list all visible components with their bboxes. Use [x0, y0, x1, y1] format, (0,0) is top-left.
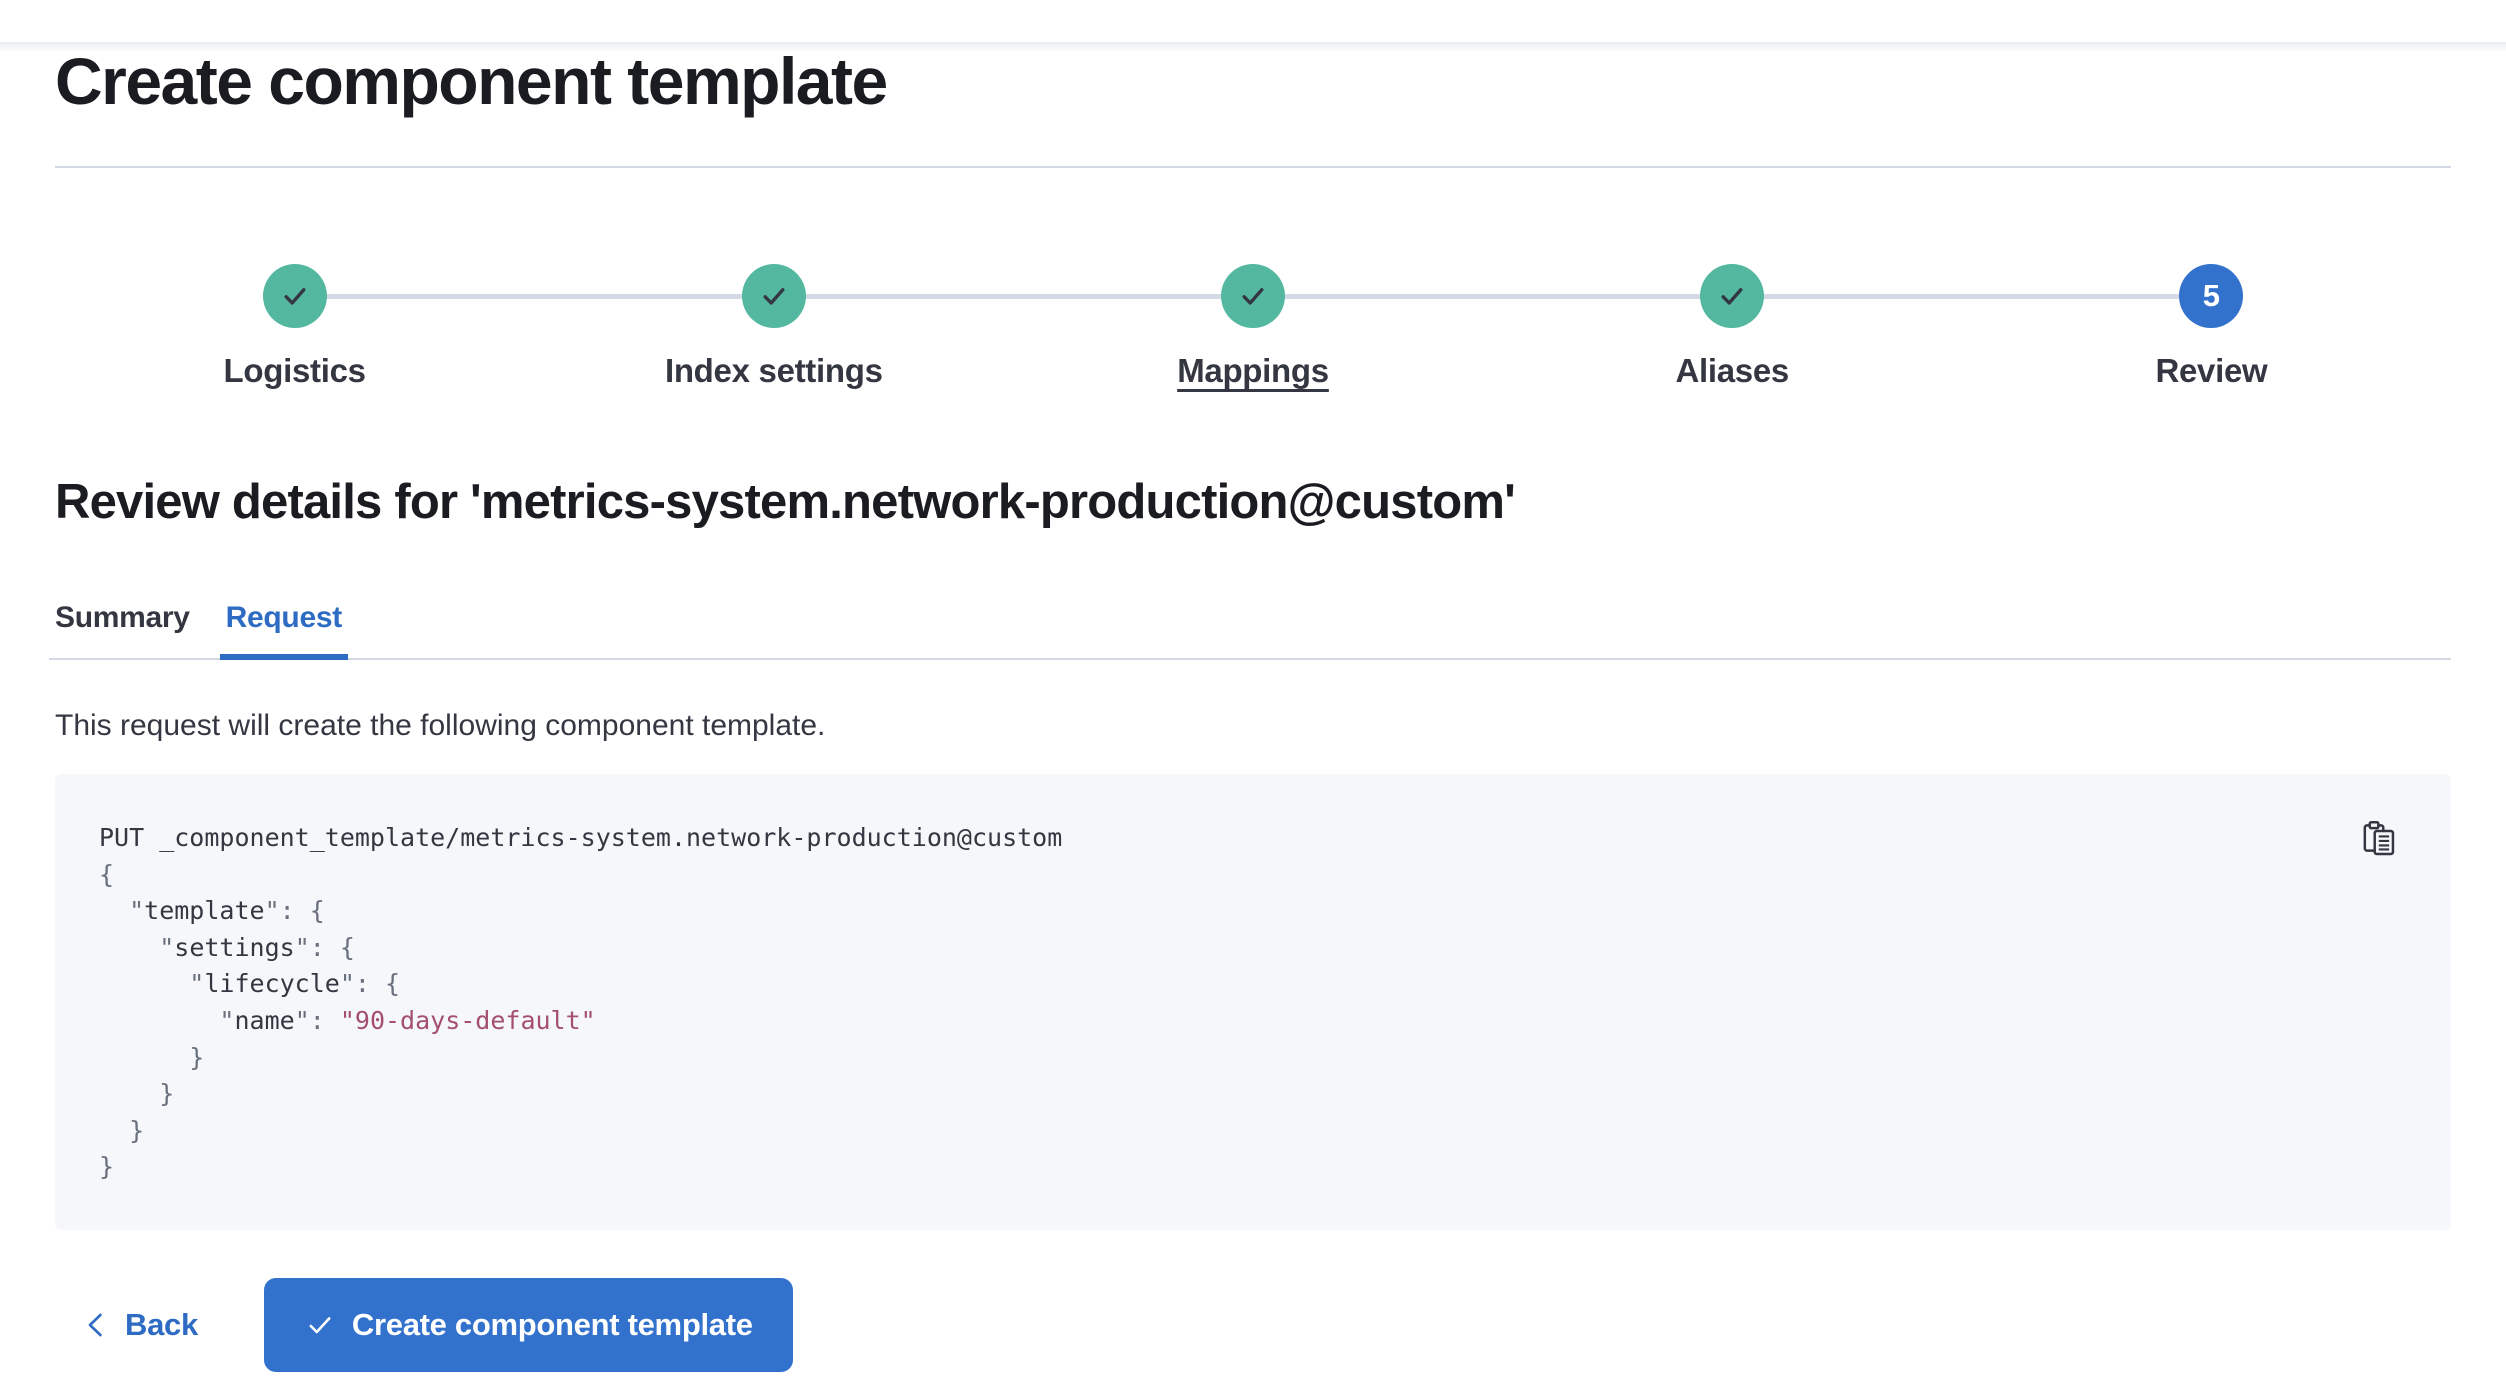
step-review: 5 Review — [1972, 264, 2451, 390]
step-circle-complete — [1221, 264, 1285, 328]
chevron-left-icon — [81, 1310, 111, 1340]
step-circle-complete — [262, 264, 327, 328]
request-code-block: PUT _component_template/metrics-system.n… — [55, 774, 2451, 1230]
step-circle-complete — [741, 264, 806, 328]
page-title: Create component template — [55, 44, 888, 118]
review-details-heading: Review details for 'metrics-system.netwo… — [55, 475, 1516, 529]
top-header-shadow — [0, 42, 2506, 52]
step-progress-bar: Logistics Index settings Mappings — [55, 168, 2451, 390]
step-label: Mappings — [1177, 352, 1329, 389]
tab-summary[interactable]: Summary — [55, 601, 190, 634]
step-index-settings[interactable]: Index settings — [534, 264, 1013, 390]
step-number: 5 — [2202, 278, 2221, 313]
create-component-template-button[interactable]: Create component template — [263, 1277, 793, 1372]
step-label: Review — [2155, 352, 2268, 389]
back-button-label: Back — [125, 1306, 198, 1342]
tab-request[interactable]: Request — [219, 598, 348, 660]
copy-clipboard-icon — [2361, 820, 2397, 856]
step-circle-current: 5 — [2179, 264, 2244, 328]
step-label: Aliases — [1675, 352, 1789, 389]
step-label: Logistics — [223, 352, 366, 389]
wizard-footer: Back Create component template — [55, 1277, 2451, 1372]
check-icon — [1237, 280, 1269, 312]
request-description: This request will create the following c… — [55, 709, 826, 742]
check-icon — [758, 280, 790, 312]
check-icon — [279, 280, 311, 312]
check-icon — [1716, 280, 1748, 312]
step-circle-complete — [1700, 264, 1765, 328]
create-component-template-page: Create component template Logistics Inde… — [0, 42, 2506, 1372]
create-component-template-label: Create component template — [351, 1306, 753, 1342]
review-tabs: Summary Request — [49, 598, 2451, 660]
request-code: PUT _component_template/metrics-system.n… — [99, 823, 1063, 1182]
step-label: Index settings — [664, 352, 883, 389]
check-icon — [304, 1309, 336, 1341]
back-button[interactable]: Back — [55, 1278, 224, 1372]
step-mappings[interactable]: Mappings — [1013, 264, 1492, 390]
title-divider — [55, 166, 2451, 168]
step-logistics[interactable]: Logistics — [55, 264, 534, 390]
copy-request-button[interactable] — [2359, 818, 2399, 858]
step-aliases[interactable]: Aliases — [1493, 264, 1972, 390]
